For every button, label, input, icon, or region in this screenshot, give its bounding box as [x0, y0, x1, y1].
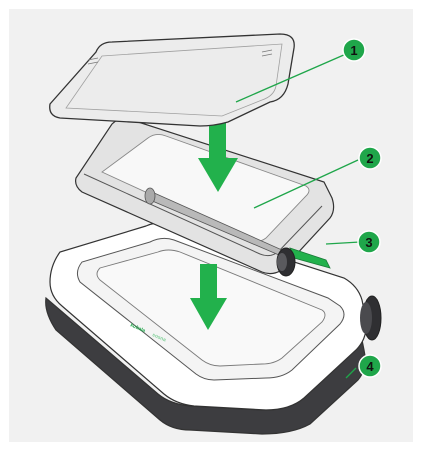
callout-1-label: 1: [350, 43, 357, 58]
callout-4-label: 4: [366, 359, 374, 374]
callout-2: 2: [359, 147, 381, 169]
callout-3-label: 3: [365, 235, 372, 250]
base-unit: kubala sosna: [46, 222, 381, 434]
callout-1: 1: [343, 39, 365, 61]
callout-line-3: [326, 242, 360, 244]
callout-4: 4: [359, 355, 381, 377]
callout-2-label: 2: [366, 151, 373, 166]
callout-3: 3: [358, 231, 380, 253]
lid-panel: [50, 34, 295, 126]
lid: [50, 34, 295, 126]
